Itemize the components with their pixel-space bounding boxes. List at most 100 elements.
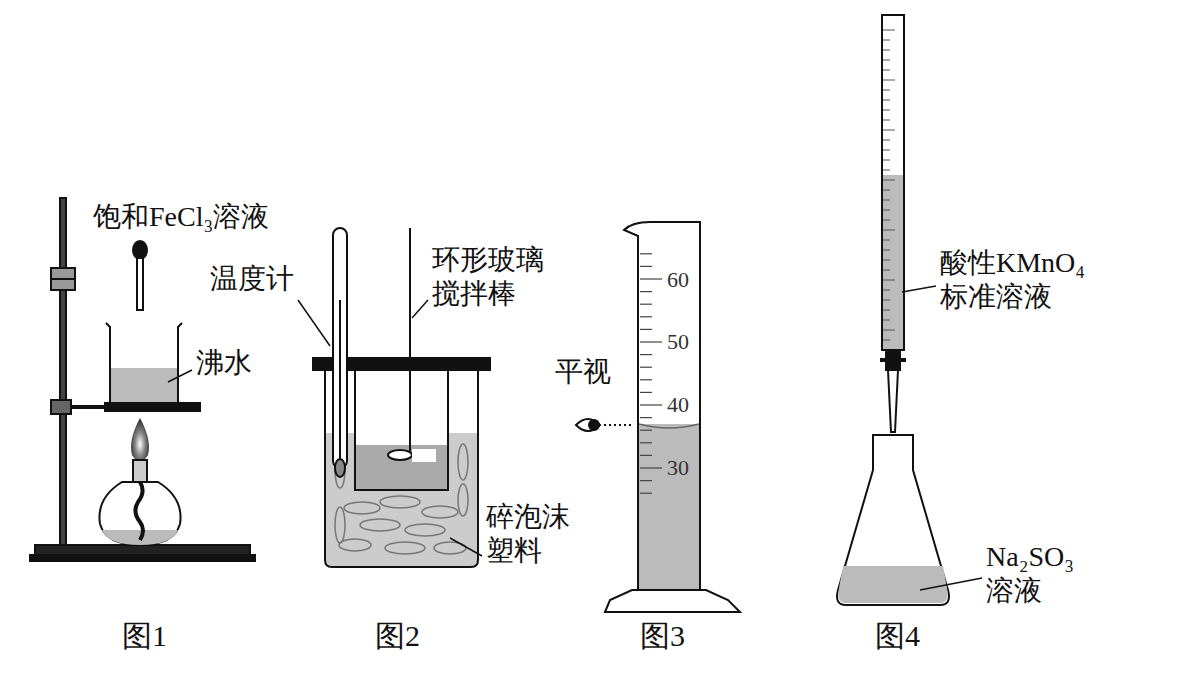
- scale-tick: [640, 480, 652, 481]
- figure-caption: 图2: [375, 618, 420, 654]
- scale-tick: [883, 220, 890, 221]
- scale-tick: [883, 340, 890, 341]
- scale-tick: [640, 266, 652, 267]
- clamp-line: [51, 278, 75, 280]
- measuring-cylinder: [624, 222, 700, 590]
- scale-tick: [883, 30, 895, 31]
- scale-number: 40: [667, 392, 689, 418]
- stirrer-ring: [388, 450, 412, 460]
- thermometer-bulb: [335, 459, 345, 477]
- leader-line: [450, 538, 482, 556]
- figure-3: [576, 222, 740, 612]
- stand-rod: [60, 198, 66, 545]
- clamp: [51, 268, 75, 290]
- scale-tick: [883, 120, 890, 121]
- scale-tick: [640, 417, 652, 418]
- wick: [135, 482, 143, 540]
- scale-tick: [883, 90, 890, 91]
- scale-tick: [640, 392, 652, 393]
- scale-tick: [883, 240, 890, 241]
- cylinder-base: [605, 590, 740, 612]
- scale-tick: [883, 330, 895, 331]
- cylinder-scale: [640, 254, 662, 493]
- eye-pupil: [589, 420, 599, 430]
- scale-tick: [883, 200, 890, 201]
- inner-beaker: [355, 370, 448, 490]
- scale-tick: [883, 40, 890, 41]
- part-label: 沸水: [196, 346, 252, 380]
- lamp-wick-holder: [133, 460, 147, 482]
- figure-caption: 图3: [640, 618, 685, 654]
- eye: [576, 419, 600, 431]
- scale-tick: [640, 329, 652, 330]
- scale-tick: [640, 341, 662, 342]
- figure-1: [30, 198, 255, 561]
- scale-tick: [883, 270, 890, 271]
- scale-tick: [640, 442, 652, 443]
- scale-number: 50: [667, 329, 689, 355]
- boiling-water: [111, 368, 177, 403]
- scale-tick: [883, 140, 890, 141]
- scale-tick: [883, 150, 890, 151]
- cylinder-liquid: [639, 424, 699, 590]
- sight-line: [604, 424, 634, 426]
- scale-tick: [883, 280, 895, 281]
- leader-line: [902, 286, 936, 292]
- flame: [131, 418, 149, 462]
- scale-tick: [883, 160, 890, 161]
- scale-tick: [883, 110, 890, 111]
- scale-tick: [883, 170, 890, 171]
- scale-tick: [883, 50, 890, 51]
- scale-tick: [640, 404, 662, 405]
- beaker: [106, 323, 182, 403]
- stopcock-handle: [880, 358, 906, 362]
- scale-tick: [640, 367, 652, 368]
- scale-tick: [883, 80, 895, 81]
- part-label: 温度计: [210, 262, 294, 296]
- scale-tick: [640, 278, 662, 279]
- scale-tick: [883, 230, 895, 231]
- stirrer-glint: [412, 449, 436, 462]
- scale-tick: [883, 300, 890, 301]
- scale-tick: [640, 430, 652, 431]
- scale-tick: [640, 253, 652, 254]
- burette-tip: [888, 370, 898, 432]
- outer-liquid: [326, 433, 477, 566]
- thermometer: [333, 228, 347, 468]
- dropper-bulb: [133, 241, 147, 259]
- scale-tick: [640, 455, 652, 456]
- note-label: 平视: [555, 355, 611, 389]
- burette: [882, 15, 904, 350]
- scale-tick: [883, 290, 890, 291]
- stand-foot: [30, 555, 255, 561]
- figure-caption: 图4: [875, 618, 920, 654]
- leader-line: [412, 300, 428, 318]
- leader-line: [298, 300, 330, 346]
- scale-tick: [640, 354, 652, 355]
- part-label: 碎泡沫 塑料: [486, 500, 586, 567]
- scale-tick: [640, 493, 652, 494]
- scale-tick: [640, 467, 662, 468]
- leader-line: [168, 370, 192, 382]
- scale-tick: [640, 304, 652, 305]
- scale-tick: [883, 260, 890, 261]
- stirrer-rod: [409, 228, 411, 452]
- leader-line: [920, 578, 982, 590]
- support-plate: [105, 403, 200, 411]
- scale-tick: [883, 250, 890, 251]
- ring-arm: [71, 405, 105, 409]
- flask-liquid: [838, 566, 947, 603]
- scale-tick: [640, 291, 652, 292]
- scale-tick: [640, 316, 652, 317]
- scale-tick: [883, 320, 890, 321]
- alcohol-lamp: [99, 482, 180, 545]
- meniscus: [639, 424, 699, 428]
- scale-tick: [883, 60, 890, 61]
- part-label: 环形玻璃 搅拌棒: [432, 243, 572, 310]
- conical-flask: [837, 435, 949, 605]
- scale-tick: [883, 70, 890, 71]
- ring-clamp: [51, 400, 71, 414]
- scale-number: 30: [667, 455, 689, 481]
- inner-liquid: [356, 445, 447, 489]
